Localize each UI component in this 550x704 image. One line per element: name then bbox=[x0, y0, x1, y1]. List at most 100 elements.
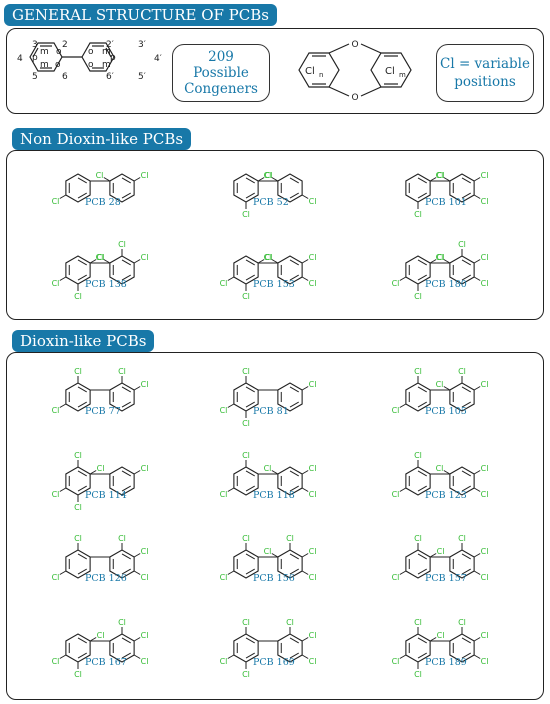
cl-bond bbox=[301, 194, 309, 199]
chlorine-atom: Cl bbox=[74, 367, 82, 376]
chlorine-atom: Cl bbox=[481, 464, 489, 473]
dioxin-structure: O O Cl n Cl m bbox=[298, 40, 412, 103]
double-bond bbox=[121, 637, 131, 644]
chlorine-atom: Cl bbox=[392, 573, 400, 582]
cl-bond bbox=[473, 194, 481, 199]
chlorine-atom: Cl bbox=[436, 253, 444, 262]
pcb-label: PCB 101 bbox=[425, 197, 467, 208]
chlorine-atom: Cl bbox=[414, 618, 422, 627]
chlorine-atom: Cl bbox=[481, 657, 489, 666]
double-bond bbox=[245, 470, 255, 477]
chlorine-atom: Cl bbox=[414, 367, 422, 376]
chlorine-atom: Cl bbox=[414, 210, 422, 219]
cl-bond bbox=[227, 654, 235, 659]
chlorine-atom: Cl bbox=[286, 618, 294, 627]
variable-line2: positions bbox=[454, 74, 516, 90]
ring bbox=[109, 466, 135, 496]
double-bond bbox=[245, 485, 255, 492]
pcb-label: PCB 156 bbox=[253, 573, 295, 584]
double-bond bbox=[77, 470, 87, 477]
chlorine-atom: Cl bbox=[96, 253, 104, 262]
dioxin-cl-m-sub: m bbox=[399, 71, 406, 79]
chlorine-atom: Cl bbox=[309, 631, 317, 640]
chlorine-atom: Cl bbox=[481, 171, 489, 180]
chlorine-atom: Cl bbox=[242, 367, 250, 376]
cl-bond bbox=[89, 637, 97, 642]
double-bond bbox=[121, 553, 131, 560]
pos-2p: 2′ bbox=[106, 40, 114, 50]
pcb-label: PCB 28 bbox=[85, 197, 121, 208]
congeners-box: 209 Possible Congeners bbox=[172, 44, 270, 102]
double-bond bbox=[289, 553, 299, 560]
double-bond bbox=[461, 259, 471, 266]
chlorine-atom: Cl bbox=[141, 547, 149, 556]
pos-6p: 6′ bbox=[106, 72, 114, 82]
dioxin-like-panel bbox=[6, 352, 544, 700]
cl-bond bbox=[443, 259, 451, 264]
pcb-label: PCB 169 bbox=[253, 657, 295, 668]
chlorine-atom: Cl bbox=[481, 279, 489, 288]
cl-bond bbox=[443, 177, 451, 182]
double-bond bbox=[77, 485, 87, 492]
chlorine-atom: Cl bbox=[458, 618, 466, 627]
chlorine-atom: Cl bbox=[97, 631, 105, 640]
variable-positions-box: Cl = variable positions bbox=[436, 44, 534, 102]
double-bond bbox=[289, 192, 299, 199]
chlorine-atom: Cl bbox=[481, 197, 489, 206]
cl-bond bbox=[271, 177, 279, 182]
chlorine-atom: Cl bbox=[309, 253, 317, 262]
double-bond bbox=[245, 553, 255, 560]
ring-letter-p: p bbox=[32, 53, 38, 63]
cl-bond bbox=[473, 654, 481, 659]
cl-bond bbox=[473, 570, 481, 575]
chlorine-atom: Cl bbox=[309, 547, 317, 556]
double-bond bbox=[417, 568, 427, 575]
pcb-label: PCB 180 bbox=[425, 279, 467, 290]
cl-bond bbox=[473, 386, 481, 391]
cl-bond bbox=[89, 470, 97, 475]
pcb-label: PCB 189 bbox=[425, 657, 467, 668]
dioxin-cl-n: Cl bbox=[305, 66, 315, 77]
congeners-word2: Congeners bbox=[184, 81, 258, 97]
chlorine-atom: Cl bbox=[74, 451, 82, 460]
cl-bond bbox=[59, 654, 67, 659]
double-bond bbox=[121, 259, 131, 266]
cl-bond bbox=[399, 403, 407, 408]
cl-bond bbox=[301, 654, 309, 659]
cl-bond bbox=[399, 654, 407, 659]
double-bond bbox=[461, 470, 471, 477]
double-bond bbox=[461, 485, 471, 492]
section-banner-general: GENERAL STRUCTURE OF PCBs bbox=[4, 4, 277, 26]
double-bond bbox=[417, 485, 427, 492]
chlorine-atom: Cl bbox=[392, 279, 400, 288]
ring-letter-o: o bbox=[56, 47, 62, 57]
cl-bond bbox=[473, 177, 481, 182]
chlorine-atom: Cl bbox=[97, 253, 105, 262]
double-bond bbox=[245, 401, 255, 408]
double-bond bbox=[77, 652, 87, 659]
chlorine-atom: Cl bbox=[52, 657, 60, 666]
cl-bond bbox=[301, 570, 309, 575]
double-bond bbox=[77, 637, 87, 644]
chlorine-atom: Cl bbox=[97, 464, 105, 473]
cl-bond bbox=[257, 259, 265, 264]
cl-bond bbox=[103, 259, 111, 264]
double-bond bbox=[121, 386, 131, 393]
chlorine-atom: Cl bbox=[220, 573, 228, 582]
double-bond bbox=[121, 485, 131, 492]
chlorine-atom: Cl bbox=[52, 279, 60, 288]
chlorine-atom: Cl bbox=[141, 380, 149, 389]
chlorine-atom: Cl bbox=[220, 406, 228, 415]
chlorine-atom: Cl bbox=[74, 670, 82, 679]
double-bond bbox=[121, 274, 131, 281]
double-bond bbox=[461, 652, 471, 659]
chlorine-atom: Cl bbox=[220, 490, 228, 499]
cl-bond bbox=[443, 386, 451, 391]
